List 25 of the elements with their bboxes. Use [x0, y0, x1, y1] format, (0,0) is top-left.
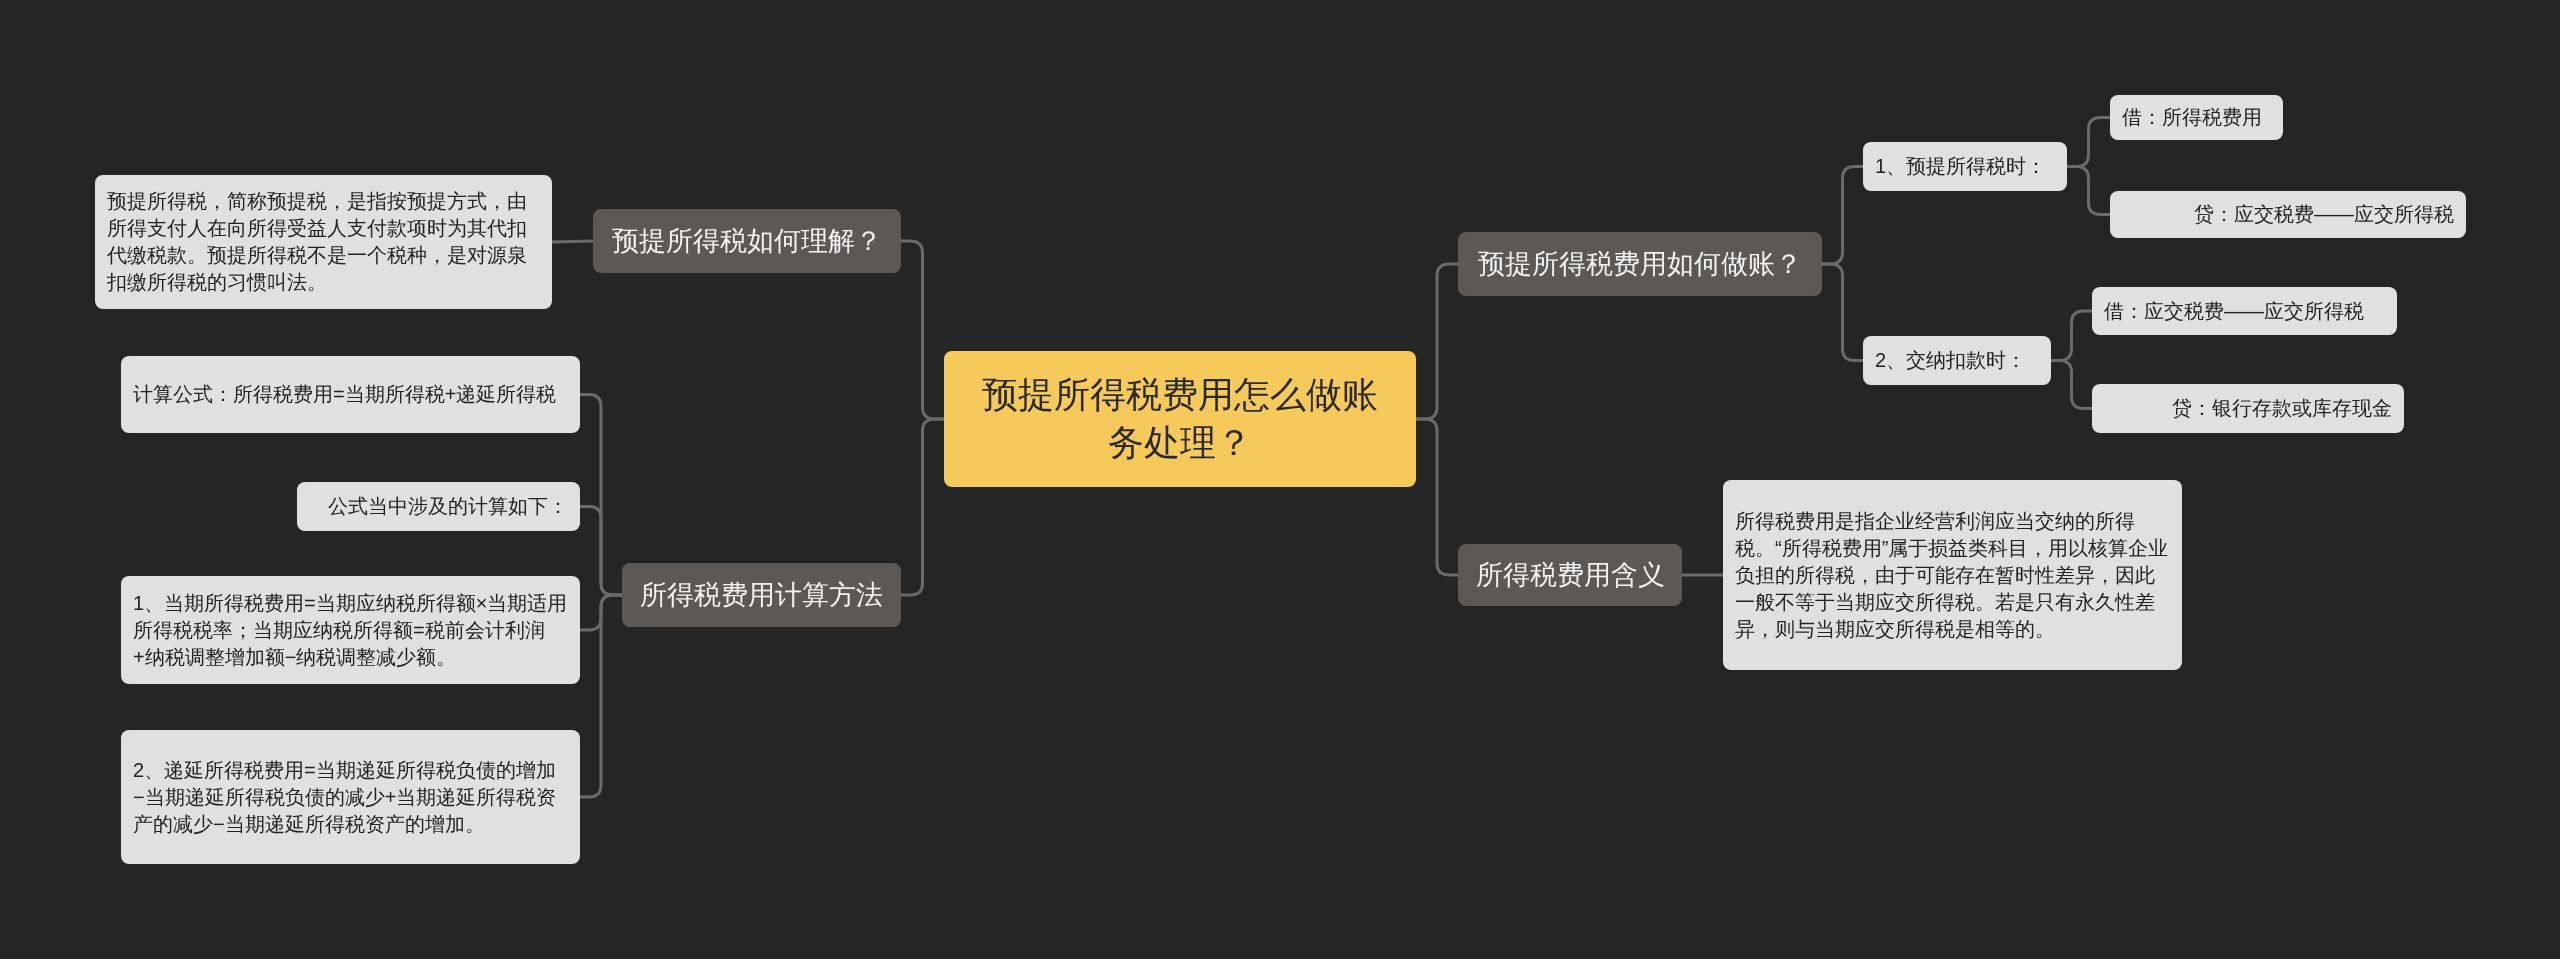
note-box: 借：应交税费——应交所得税: [2092, 287, 2397, 335]
note-box: 2、递延所得税费用=当期递延所得税负债的增加−当期递延所得税负债的减少+当期递延所得税资产的减少−当期递延所得税资产的增加。: [121, 730, 580, 864]
note-box: 公式当中涉及的计算如下：: [297, 482, 580, 531]
note-box: 1、当期所得税费用=当期应纳税所得额×当期适用所得税税率；当期应纳税所得额=税前会计利润+纳税调整增加额−纳税调整减少额。: [121, 576, 580, 684]
connector-line: [1822, 262, 1863, 362]
connector-line: [580, 593, 622, 799]
note-box: 所得税费用是指企业经营利润应当交纳的所得税。“所得税费用”属于损益类科目，用以核算企业负担的所得税，由于可能存在暂时性差异，因此一般不等于当期应交所得税。若是只有永久性差异，则与当期应交所得税是相等的。: [1723, 480, 2182, 670]
branch-box: 预提所得税如何理解？: [593, 209, 901, 273]
branch-box: 预提所得税费用如何做账？: [1458, 232, 1822, 296]
connector-line: [1416, 417, 1458, 577]
topic-box: 预提所得税费用怎么做账务处理？: [944, 351, 1416, 487]
connector-line: [2067, 165, 2110, 216]
branch-box: 所得税费用计算方法: [622, 563, 901, 627]
connector-line: [2051, 359, 2092, 410]
note-box: 贷：银行存款或库存现金: [2092, 384, 2404, 433]
note-box: 预提所得税，简称预提税，是指按预提方式，由所得支付人在向所得受益人支付款项时为其代扣代缴税款。预提所得税不是一个税种，是对源泉扣缴所得税的习惯叫法。: [95, 175, 552, 309]
note-box: 计算公式：所得税费用=当期所得税+递延所得税: [121, 356, 580, 433]
connector-line: [551, 239, 594, 244]
connector-line: [901, 417, 944, 597]
note-box: 2、交纳扣款时：: [1863, 336, 2051, 385]
note-box: 1、预提所得税时：: [1863, 142, 2067, 191]
note-box: 借：所得税费用: [2110, 95, 2283, 140]
note-box: 贷：应交税费——应交所得税: [2110, 191, 2466, 238]
connector-line: [1682, 573, 1723, 577]
branch-box: 所得税费用含义: [1458, 544, 1682, 606]
